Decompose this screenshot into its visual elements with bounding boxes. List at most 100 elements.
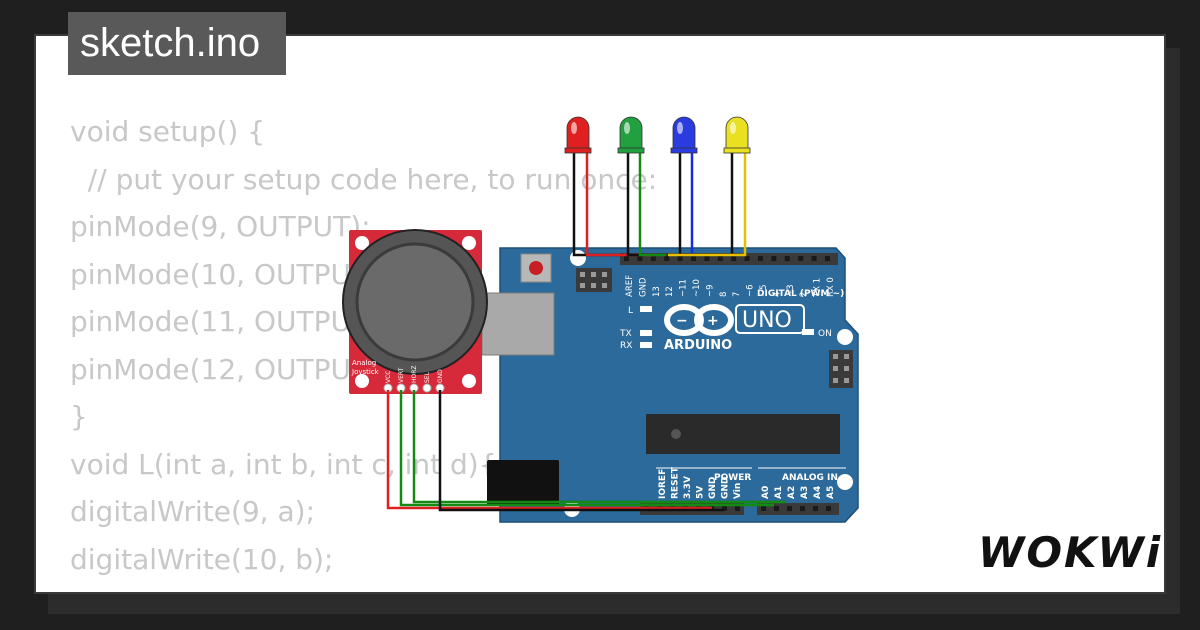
wire-blue-led-anode <box>690 152 700 257</box>
joystick-pin <box>422 383 432 393</box>
joystick-label-1: Analog <box>352 359 376 367</box>
analog-pin-label: A0 <box>761 486 771 499</box>
digital-label: DIGITAL (PWM ~) <box>757 289 844 299</box>
wire-red-led-cathode <box>572 152 623 257</box>
pin-hole <box>761 506 766 511</box>
l-label: L <box>628 306 633 316</box>
tx-led <box>640 330 652 336</box>
code-line: digitalWrite(11, c); <box>70 583 657 592</box>
digital-pin-label: 4 <box>772 292 782 297</box>
joystick-label-2: Joystick <box>351 368 380 376</box>
code-editor: void setup() { // put your setup code he… <box>70 108 658 592</box>
rx-led <box>640 342 652 348</box>
mount-hole <box>837 474 853 490</box>
digital-pin-label: 12 <box>665 286 675 297</box>
joystick-pin-label: VCC <box>385 371 392 383</box>
digital-pin-label: 8 <box>719 292 729 297</box>
leds <box>564 116 751 154</box>
digital-pin-label: AREF <box>625 275 635 297</box>
mount-hole <box>570 250 586 266</box>
digital-pin-label: ~11 <box>679 279 689 297</box>
digital-pin-label: 7 <box>732 292 742 297</box>
icsp-header-right <box>829 350 853 388</box>
pin-hole <box>735 506 740 511</box>
arduino-logo-icon <box>664 304 734 336</box>
analog-pin-label: A1 <box>774 486 784 499</box>
power-pin-label: Vin <box>733 483 743 499</box>
pin-hole <box>650 256 656 261</box>
reset-button[interactable] <box>520 253 552 283</box>
power-pin-label: 3.3V <box>683 476 693 499</box>
pin-hole <box>826 506 831 511</box>
logo-minus: − <box>676 313 688 329</box>
code-line: digitalWrite(10, b); <box>70 542 334 576</box>
pin-hole <box>774 506 779 511</box>
pin-hole <box>800 506 805 511</box>
digital-pin-label: ~10 <box>692 279 702 297</box>
digital-pin-label: TX 1 <box>813 278 823 298</box>
led-blue[interactable] <box>670 116 698 154</box>
microcontroller-chip <box>646 414 840 454</box>
digital-pin-label: ~9 <box>705 284 715 297</box>
analog-label: ANALOG IN <box>782 473 838 483</box>
joystick-pin-label: VERT <box>398 367 405 383</box>
digital-pin-label: 2 <box>799 292 809 297</box>
pin-hole <box>677 256 683 261</box>
analog-pin-label: A4 <box>813 486 823 499</box>
code-line: } <box>70 400 88 433</box>
code-line: // put your setup code here, to run once… <box>70 162 658 196</box>
pin-hole <box>722 506 727 511</box>
mount-hole <box>837 329 853 345</box>
wire-joy-vert <box>399 390 774 507</box>
pin-hole <box>717 256 723 261</box>
led-green[interactable] <box>617 116 645 154</box>
analog-pin-label: A5 <box>826 486 836 499</box>
code-line: void L(int a, int b, int c, int d){ <box>70 447 497 481</box>
arduino-board[interactable]: − + UNO ARDUINO DIGITAL (PWM ~) L TX RX … <box>481 247 859 523</box>
power-jack <box>487 460 559 506</box>
logo-plus: + <box>707 313 719 329</box>
on-label: ON <box>818 329 832 339</box>
on-led <box>802 329 814 335</box>
wire-yellow-led-anode <box>668 152 747 257</box>
code-line: void setup() { <box>70 115 266 148</box>
brand-label: ARDUINO <box>664 338 732 353</box>
tx-label: TX <box>619 329 632 339</box>
digital-pin-label: ~5 <box>759 284 769 297</box>
power-pin-label: 5V <box>696 486 706 499</box>
pin-hole <box>637 256 643 261</box>
pin-hole <box>731 256 737 261</box>
power-pin-label: GND <box>721 477 731 499</box>
pin-hole <box>691 256 696 261</box>
pin-hole <box>771 256 777 261</box>
l-led <box>640 306 652 312</box>
wire-green-led-cathode <box>626 152 645 257</box>
digital-pin-label: ~3 <box>786 284 796 297</box>
model-box <box>735 304 805 334</box>
power-pin-label: GND <box>708 477 718 499</box>
pin-hole <box>784 256 790 261</box>
pin-hole <box>758 256 763 261</box>
digital-pin-label: ~6 <box>746 284 756 297</box>
led-yellow[interactable] <box>723 116 751 154</box>
code-line: pinMode(9, OUTPUT); <box>70 210 371 243</box>
led-red[interactable] <box>564 116 592 154</box>
wire-blue-led-cathode <box>678 152 690 257</box>
pin-hole <box>787 506 792 511</box>
rx-label: RX <box>620 341 632 351</box>
wire-red-led-anode <box>585 152 655 257</box>
pin-hole <box>811 256 817 261</box>
power-label: POWER <box>714 473 751 483</box>
wire-green-led-anode <box>638 152 666 257</box>
icsp-header <box>576 268 612 292</box>
digital-pin-label: RX 0 <box>826 277 836 297</box>
wokwi-logo: WOKWi <box>978 528 1163 577</box>
pin-hole <box>825 256 830 261</box>
wires <box>386 152 786 512</box>
pin-hole <box>664 256 670 261</box>
